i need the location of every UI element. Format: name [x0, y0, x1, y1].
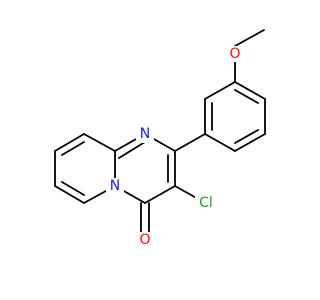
molecule-structure: N N O Cl O [54, 29, 266, 249]
chlorine-label: Cl [199, 195, 213, 211]
bond [234, 89, 259, 104]
bond [54, 185, 85, 204]
bond [234, 129, 259, 144]
bond [144, 185, 176, 204]
bond [234, 29, 265, 47]
bond [118, 141, 146, 159]
bond [204, 81, 236, 100]
oxygen-label: O [229, 46, 240, 62]
bond [54, 133, 85, 152]
oxygen-label: O [139, 232, 150, 248]
bond [61, 141, 85, 156]
bond [234, 81, 266, 100]
nitrogen-label: N [110, 178, 120, 194]
atom-labels: N N O Cl O [106, 46, 244, 249]
bond [61, 181, 85, 196]
bond [174, 133, 206, 152]
bond [234, 133, 266, 152]
bond [204, 133, 236, 152]
bond [83, 133, 116, 152]
nitrogen-label: N [140, 126, 150, 142]
